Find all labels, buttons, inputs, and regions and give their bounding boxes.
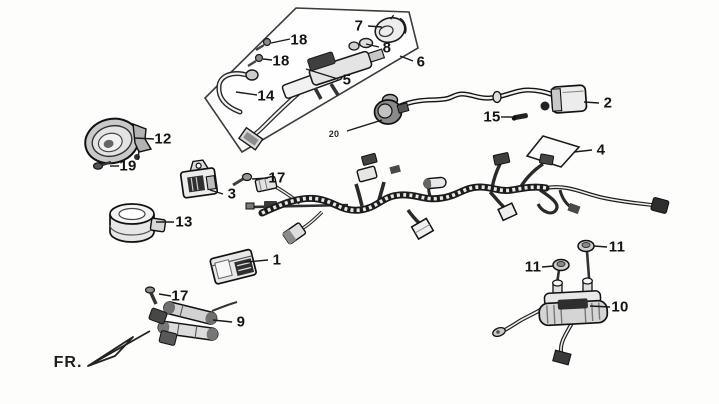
wire-harness-icon	[245, 152, 670, 245]
callout-11-right: 11	[608, 238, 626, 256]
callout-3: 3	[227, 185, 237, 203]
callout-18-lower: 18	[272, 52, 290, 70]
callout-13: 13	[175, 213, 193, 231]
callout-14: 14	[257, 87, 275, 105]
callout-6: 6	[416, 53, 426, 71]
callout-1: 1	[272, 251, 282, 269]
callout-19: 19	[119, 157, 137, 175]
front-direction-arrow	[87, 330, 151, 367]
callout-12: 12	[154, 130, 172, 148]
callout-15: 15	[483, 108, 501, 126]
callout-5: 5	[342, 71, 352, 89]
key-cap-icon	[374, 14, 407, 44]
callout-17-lower: 17	[171, 287, 189, 305]
tube-icon	[216, 69, 259, 115]
callout-18-upper: 18	[290, 31, 308, 49]
callout-10: 10	[611, 298, 629, 316]
relay-box-icon	[209, 248, 257, 285]
rectifier-icon	[179, 159, 219, 199]
callout-11-left: 11	[524, 258, 542, 276]
callout-7: 7	[354, 17, 364, 35]
callout-4: 4	[596, 141, 606, 159]
callout-17-upper: 17	[268, 169, 286, 187]
ignition-coil-icon	[373, 84, 588, 125]
callout-20: 20	[328, 129, 340, 139]
wire-clip-icon	[511, 113, 528, 121]
horn-icon	[84, 117, 153, 165]
screw-icon	[232, 172, 253, 187]
callout-8: 8	[382, 39, 392, 57]
flasher-relay-icon	[109, 203, 167, 243]
ignition-switch-icon	[237, 14, 407, 151]
switch-terminal-icon	[348, 37, 374, 51]
spark-plug-cap-icon	[373, 93, 410, 125]
leader-lines	[110, 25, 611, 323]
screw-icon	[247, 53, 264, 68]
bolt-icon	[92, 160, 112, 170]
callout-2: 2	[603, 94, 613, 112]
screw-icon	[144, 286, 158, 305]
fuse-case-icon	[148, 301, 238, 346]
callout-9: 9	[236, 313, 246, 331]
pulse-coil-icon	[492, 277, 609, 366]
front-direction-label: FR.	[53, 354, 83, 371]
screw-icon	[255, 37, 272, 52]
